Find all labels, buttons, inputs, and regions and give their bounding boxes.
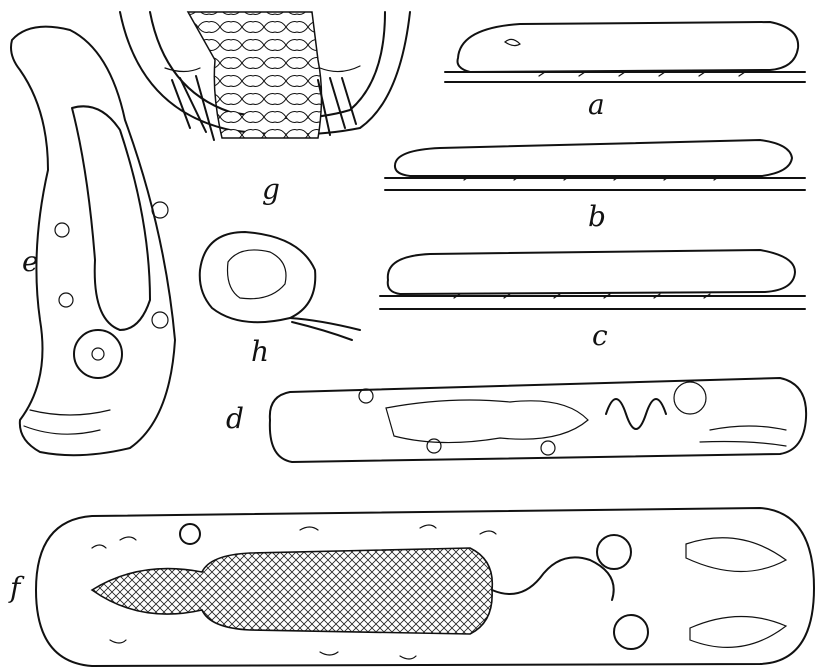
figure-h-cyst: [200, 232, 360, 340]
figure-d-dissection: [270, 378, 806, 462]
figure-b-larva: [385, 140, 805, 190]
label-h: h: [251, 338, 269, 366]
figure-f-internal-anatomy: [36, 508, 814, 666]
label-g: g: [262, 176, 280, 204]
figure-g-cell-detail: [120, 12, 410, 140]
figure-a-larva: [445, 22, 805, 82]
label-c: c: [592, 322, 608, 350]
label-e: e: [22, 248, 39, 276]
figure-c-larva: [380, 250, 805, 309]
label-d: d: [226, 405, 244, 433]
label-f: f: [10, 574, 20, 602]
label-b: b: [588, 203, 606, 231]
label-a: a: [588, 91, 605, 119]
figure-e-curved-section: [11, 27, 175, 456]
